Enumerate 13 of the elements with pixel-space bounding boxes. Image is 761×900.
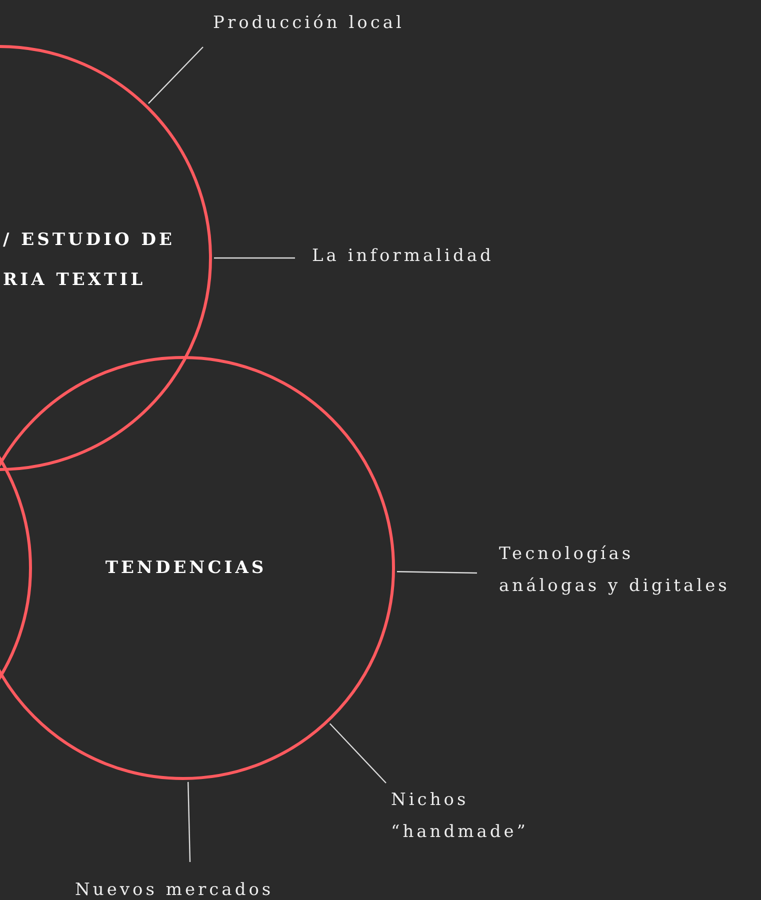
leader-line — [148, 46, 204, 104]
leader-line — [329, 723, 386, 784]
circle-title: / ESTUDIO DE RIA TEXTIL — [3, 229, 176, 292]
circle-title: TENDENCIAS — [104, 557, 268, 580]
callout-text: La informalidad — [312, 240, 542, 272]
callout-text: Tecnologías análogas y digitales — [499, 538, 732, 602]
circle — [0, 356, 395, 780]
leader-line — [188, 782, 191, 862]
leader-line — [396, 571, 478, 574]
callout-text: Nichos “handmade” — [391, 784, 561, 848]
leader-line — [214, 257, 295, 259]
callout-text: Producción local — [213, 7, 453, 39]
callout-text: Nuevos mercados — [75, 874, 325, 900]
